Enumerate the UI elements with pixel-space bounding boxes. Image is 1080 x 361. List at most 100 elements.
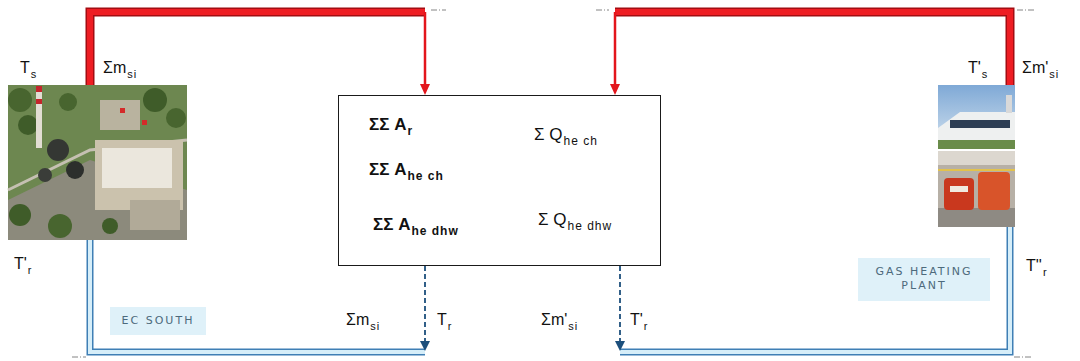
symbol-subscript: he dhw — [410, 224, 458, 238]
heat-sum: Σ Qhe ch — [534, 124, 598, 145]
illustration-shape — [166, 108, 186, 128]
illustration-shape — [431, 10, 446, 11]
symbol-main: Σ Q — [534, 125, 562, 144]
illustration-shape — [130, 200, 180, 230]
symbol-main: Σ Q — [538, 210, 566, 229]
illustration-shape — [938, 169, 1015, 171]
illustration-shape — [59, 93, 77, 111]
symbol-subscript: si — [567, 320, 578, 332]
symbol-subscript: si — [126, 68, 137, 80]
symbol-main: Σm — [346, 311, 369, 328]
variable-label: Σmsi — [346, 310, 380, 330]
pipe-core — [620, 227, 1010, 352]
illustration-shape — [1014, 357, 1032, 358]
illustration-shape — [9, 204, 31, 226]
illustration-shape — [36, 86, 42, 148]
illustration-shape — [8, 88, 32, 112]
symbol-main: T' — [968, 59, 981, 76]
illustration-shape — [950, 120, 1010, 128]
pipe-outline — [620, 227, 1010, 352]
illustration-shape — [102, 148, 172, 188]
symbol-subscript: he ch — [562, 134, 597, 148]
symbol-main: Σm — [103, 59, 126, 76]
illustration-shape — [102, 218, 118, 234]
illustration-shape — [978, 172, 1010, 210]
symbol-subscript: r — [1042, 266, 1048, 278]
plant-name-tag: GAS HEATING PLANT — [858, 258, 990, 301]
plant-node: GAS HEATING PLANT — [938, 85, 1015, 227]
pipe-core — [90, 12, 425, 85]
illustration-shape — [596, 10, 609, 11]
illustration-shape — [8, 85, 187, 240]
area-sum: ΣΣ Ar — [369, 114, 413, 135]
pipe-drop — [614, 12, 617, 86]
variable-label: T'r — [630, 310, 649, 330]
illustration-shape — [72, 357, 86, 358]
symbol-main: Σm' — [541, 311, 567, 328]
illustration-shape — [938, 140, 1015, 149]
pipe-drop — [424, 12, 427, 86]
illustration-shape — [950, 186, 968, 192]
gas-plant-photo — [938, 85, 1015, 227]
arrow-head — [420, 84, 430, 95]
symbol-main: ΣΣ A — [369, 115, 406, 134]
dashed-drop — [619, 266, 621, 342]
symbol-subscript: he dhw — [566, 219, 612, 233]
heat-sum: Σ Qhe dhw — [538, 209, 612, 230]
illustration-shape — [120, 108, 125, 113]
variable-label: T''r — [1026, 256, 1048, 276]
area-sum: ΣΣ Ahe ch — [369, 159, 444, 180]
illustration-shape — [48, 214, 72, 238]
illustration-shape — [143, 88, 167, 112]
plant-node: EC SOUTH — [8, 85, 188, 240]
symbol-subscript: r — [643, 320, 649, 332]
illustration-shape — [938, 85, 1015, 149]
variable-label: Tr — [437, 310, 452, 330]
arrow-head — [610, 84, 620, 95]
symbol-subscript: r — [447, 320, 453, 332]
ec-south-photo — [8, 85, 187, 240]
illustration-shape — [938, 208, 1015, 227]
dashed-drop — [424, 266, 426, 342]
illustration-shape — [142, 120, 147, 125]
illustration-shape — [938, 151, 1015, 227]
symbol-subscript: r — [406, 124, 413, 138]
heat-exchanger-box: ΣΣ ArΣΣ Ahe chΣΣ Ahe dhwΣ Qhe chΣ Qhe dh… — [338, 95, 661, 266]
illustration-shape — [944, 178, 974, 210]
arrow-head — [615, 341, 625, 351]
symbol-subscript: he ch — [406, 169, 443, 183]
illustration-shape — [66, 161, 84, 179]
illustration-shape — [1017, 10, 1036, 11]
return-pipe — [615, 227, 1010, 352]
variable-label: Σm'si — [1022, 58, 1059, 78]
illustration-shape — [95, 140, 183, 210]
variable-label: Σmsi — [103, 58, 137, 78]
symbol-main: ΣΣ A — [373, 215, 410, 234]
illustration-shape — [938, 112, 1015, 140]
symbol-subscript: si — [369, 320, 380, 332]
symbol-main: T — [20, 59, 30, 76]
supply-pipe — [90, 12, 430, 95]
symbol-subscript: r — [27, 264, 33, 276]
illustration-shape — [36, 86, 42, 92]
arrow-head — [420, 341, 430, 351]
symbol-subscript: si — [1048, 68, 1059, 80]
illustration-shape — [100, 100, 140, 130]
illustration-shape — [18, 115, 38, 135]
supply-pipe — [610, 12, 1010, 95]
symbol-main: ΣΣ A — [369, 160, 406, 179]
variable-label: T's — [968, 58, 988, 78]
illustration-shape — [36, 99, 42, 104]
symbol-main: T' — [630, 311, 643, 328]
centerline-marks — [72, 10, 1036, 357]
variable-label: T'r — [14, 254, 33, 274]
illustration-shape — [938, 151, 1015, 165]
area-sum: ΣΣ Ahe dhw — [373, 214, 459, 235]
illustration-shape — [47, 139, 69, 161]
pipe-core — [615, 12, 1010, 85]
pipe-outline — [615, 12, 1010, 85]
symbol-main: Σm' — [1022, 59, 1048, 76]
illustration-shape — [1006, 95, 1012, 113]
variable-label: Ts — [20, 58, 37, 78]
